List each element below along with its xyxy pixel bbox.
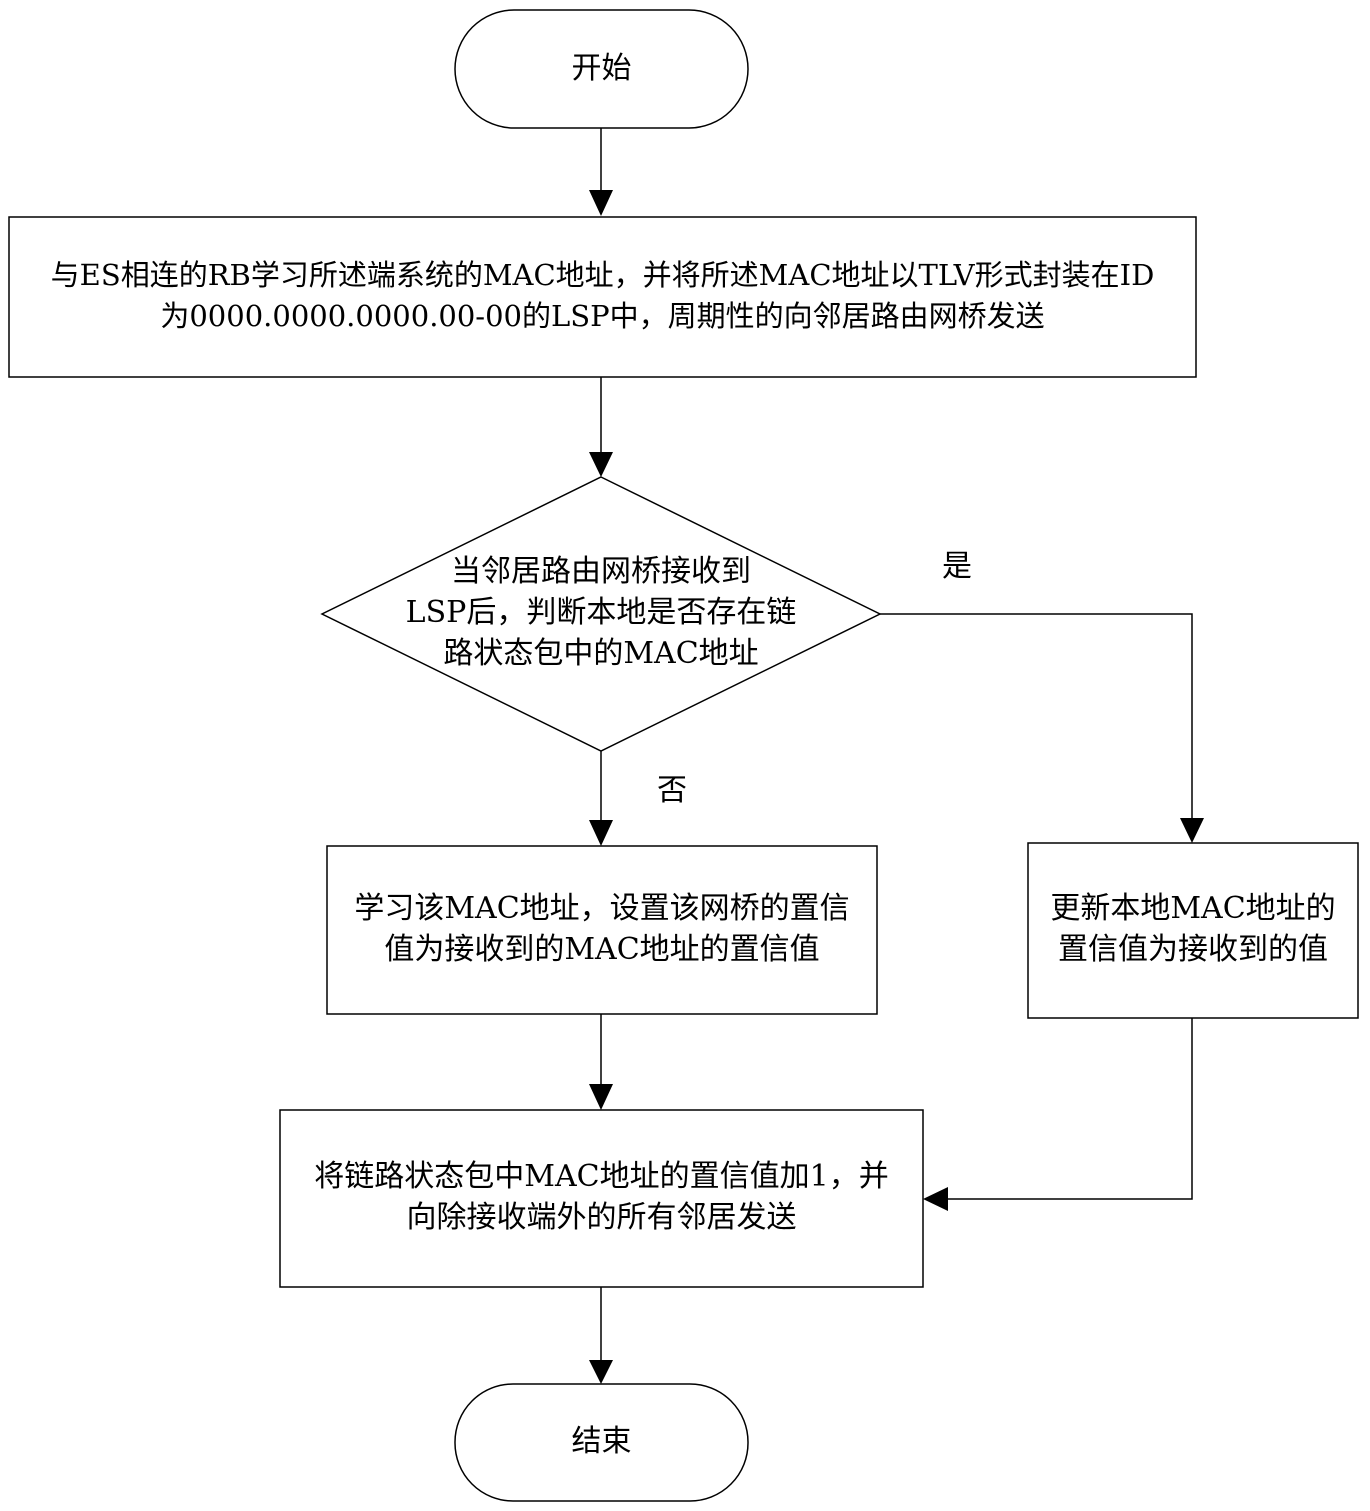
arrowhead-step1 bbox=[589, 190, 613, 216]
arrowhead-end bbox=[589, 1360, 613, 1384]
arrow-yes-box-to-final bbox=[948, 1018, 1192, 1199]
no-branch-line1: 学习该MAC地址，设置该网桥的置信 bbox=[327, 889, 877, 929]
yes-branch-line1: 更新本地MAC地址的 bbox=[1028, 889, 1358, 929]
start-label: 开始 bbox=[455, 49, 748, 89]
arrowhead-final-from-yes bbox=[923, 1187, 948, 1211]
end-label: 结束 bbox=[455, 1422, 748, 1462]
yes-label: 是 bbox=[942, 547, 972, 587]
final-step-line1: 将链路状态包中MAC地址的置信值加1，并 bbox=[280, 1157, 923, 1197]
no-label: 否 bbox=[657, 771, 687, 811]
decision-line3: 路状态包中的MAC地址 bbox=[322, 634, 880, 674]
yes-branch-line bbox=[880, 614, 1192, 818]
yes-branch-line2: 置信值为接收到的值 bbox=[1028, 930, 1358, 970]
step1-line1: 与ES相连的RB学习所述端系统的MAC地址，并将所述MAC地址以TLV形式封装在… bbox=[9, 255, 1196, 295]
arrowhead-final-from-no bbox=[589, 1084, 613, 1110]
decision-line2: LSP后，判断本地是否存在链 bbox=[322, 593, 880, 633]
final-step-line2: 向除接收端外的所有邻居发送 bbox=[280, 1198, 923, 1238]
arrowhead-no-branch bbox=[589, 820, 613, 846]
step1-line2: 为0000.0000.0000.00-00的LSP中，周期性的向邻居路由网桥发送 bbox=[9, 296, 1196, 336]
arrowhead-yes-branch bbox=[1180, 818, 1204, 843]
decision-line1: 当邻居路由网桥接收到 bbox=[322, 552, 880, 592]
arrowhead-decision bbox=[589, 452, 613, 477]
no-branch-line2: 值为接收到的MAC地址的置信值 bbox=[327, 930, 877, 970]
